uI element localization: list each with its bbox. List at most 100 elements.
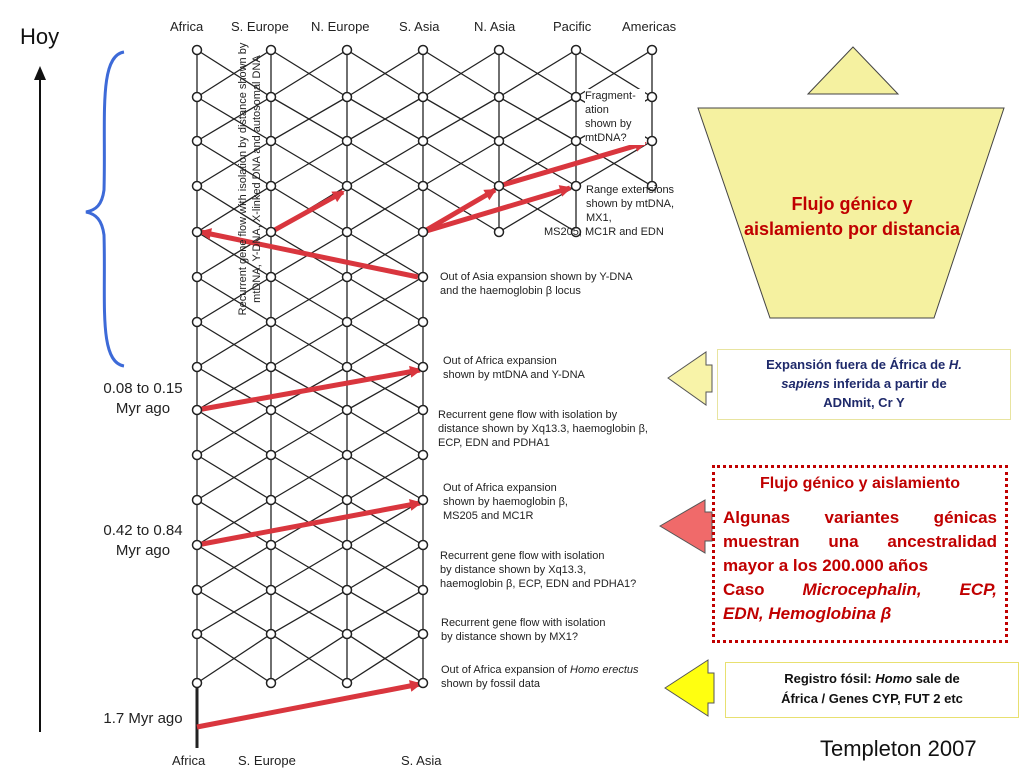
gene-flow-line (196, 409, 272, 456)
ann-outasia-l1: Out of Asia expansion shown by Y-DNA (440, 271, 633, 283)
gene-flow-line (270, 409, 348, 456)
box-sapiens-rest: inferida a partir de (829, 376, 947, 391)
gene-flow-line (196, 140, 272, 187)
annotation-fragmentation: Fragment- ation shown by mtDNA? (585, 89, 645, 145)
population-node (191, 44, 203, 56)
population-node (341, 404, 353, 416)
box-flujo: Flujo génico y aislamiento Algunas varia… (712, 465, 1008, 643)
vertical-annotation: Recurrent gene flow with isolation by di… (237, 42, 263, 316)
population-node (417, 91, 429, 103)
region-bottom-s-europe: S. Europe (238, 753, 296, 768)
gene-flow-line (346, 276, 424, 323)
population-node (570, 180, 582, 192)
annotation-out-of-asia: Out of Asia expansion shown by Y-DNA and… (440, 270, 633, 298)
population-node (646, 180, 658, 192)
population-node (191, 404, 203, 416)
ann-erectus-l2: shown by fossil data (441, 678, 541, 690)
gene-flow-line (196, 499, 272, 546)
population-node (341, 316, 353, 328)
time-label-1-line2: Myr ago (115, 400, 171, 417)
population-node (417, 361, 429, 373)
ann-range-l3: MS205, MC1R and EDN (544, 226, 664, 238)
population-node (341, 677, 353, 689)
trapezoid-text: Flujo génico y aislamiento por distancia (700, 192, 1004, 242)
gene-flow-line (196, 185, 272, 233)
box-fosil-line2: África / Genes CYP, FUT 2 etc (781, 691, 963, 706)
ann-ooa2-l1: Out of Africa expansion (443, 482, 557, 494)
gene-flow-line (422, 49, 500, 98)
expansion-arrow-pacific (422, 185, 571, 235)
ann-ooa1-l2: shown by mtDNA and Y-DNA (443, 369, 585, 381)
region-top-pacific: Pacific (553, 19, 592, 34)
gene-flow-line (270, 276, 348, 323)
time-label-1-line1: 0.08 to 0.15 (103, 380, 183, 397)
expansion-arrow-out-of-asia (200, 229, 419, 280)
annotation-gene-flow-3: Recurrent gene flow with isolation by di… (441, 616, 605, 644)
population-node (341, 180, 353, 192)
gene-flow-line (346, 96, 424, 142)
box-flujo-body-1: Algunas variantes génicas (723, 508, 997, 527)
region-top-s-asia: S. Asia (399, 19, 440, 34)
ann-gf3-l2: by distance shown by MX1? (441, 631, 578, 643)
population-node (191, 91, 203, 103)
gene-flow-line (270, 454, 348, 501)
population-node (265, 404, 277, 416)
ann-range-l1: Range extensions (586, 184, 675, 196)
box-sapiens: Expansión fuera de África de H. sapiens … (717, 349, 1011, 420)
gene-flow-line (346, 589, 424, 635)
gene-flow-line (270, 96, 348, 142)
population-node (191, 135, 203, 147)
expansion-arrow-out-of-asia-head (199, 228, 213, 240)
trapezoid-text-l1: Flujo génico y (791, 194, 913, 214)
box-sapiens-line3: ADNmit, Cr Y (823, 395, 905, 410)
population-node (265, 180, 277, 192)
box-sapiens-italic2: sapiens (781, 376, 830, 391)
annotation-gene-flow-2: Recurrent gene flow with isolation by di… (440, 549, 636, 591)
population-node (417, 584, 429, 596)
ann-gf2-l1: Recurrent gene flow with isolation (440, 550, 605, 562)
population-node (417, 449, 429, 461)
population-node (341, 361, 353, 373)
region-bottom-africa: Africa (172, 753, 206, 768)
population-node (417, 628, 429, 640)
gene-flow-line (498, 96, 577, 142)
gene-flow-line (346, 49, 424, 98)
gene-flow-line (270, 589, 348, 635)
population-node (265, 135, 277, 147)
ann-gf1-l2: distance shown by Xq13.3, haemoglobin β, (438, 423, 648, 435)
gene-flow-line (196, 276, 272, 323)
population-node (417, 44, 429, 56)
population-node (191, 628, 203, 640)
annotation-range-extensions: Range extensions shown by mtDNA, MX1, MS… (544, 183, 700, 239)
arrow-pointer-sapiens (667, 351, 713, 406)
ann-frag-l4: mtDNA? (585, 132, 627, 144)
population-node (265, 628, 277, 640)
gene-flow-line (196, 454, 272, 501)
gene-flow-line (196, 321, 272, 368)
population-node (417, 677, 429, 689)
arrow-pointer-fosil (664, 659, 715, 717)
gene-flow-line (346, 633, 424, 684)
population-node (493, 180, 505, 192)
ann-frag-l1: Fragment- (585, 90, 636, 102)
gene-flow-line (498, 140, 577, 187)
gene-flow-line (346, 454, 424, 501)
population-node (417, 180, 429, 192)
expansion-arrow-n-asia-head (483, 188, 497, 201)
time-label-2: 0.42 to 0.84 Myr ago (88, 521, 198, 561)
curly-brace (85, 50, 125, 368)
population-node (191, 449, 203, 461)
gene-flow-line (346, 409, 424, 456)
expansion-arrow-erectus (196, 681, 421, 730)
gene-flow-line (196, 589, 272, 635)
box-fosil-rest: sale de (912, 671, 960, 686)
population-node (417, 271, 429, 283)
gene-flow-line (196, 544, 272, 591)
trapezoid-shape (697, 107, 1005, 319)
box-fosil-italic: Homo (875, 671, 913, 686)
expansion-arrow-n-europe (269, 189, 345, 235)
ann-erectus-italic: Homo erectus (570, 664, 639, 676)
box-fosil: Registro fósil: Homo sale de África / Ge… (725, 662, 1019, 718)
population-node (570, 44, 582, 56)
box-fosil-prefix: Registro fósil: (784, 671, 876, 686)
